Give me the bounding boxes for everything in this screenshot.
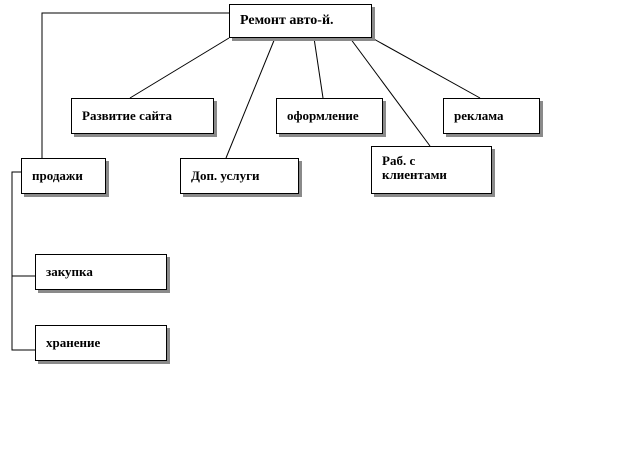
node-advertising-label: реклама <box>454 108 504 123</box>
connector-root-site <box>129 37 230 99</box>
node-site-development-label: Развитие сайта <box>82 108 173 123</box>
node-root-label: Ремонт авто-й. <box>240 13 334 28</box>
node-root: Ремонт авто-й. <box>229 4 372 38</box>
connector-root-clients <box>349 37 431 147</box>
node-storage-label: хранение <box>46 335 101 350</box>
node-extra-services: Доп. услуги <box>180 158 299 194</box>
connector-root-design <box>313 37 324 99</box>
node-design: оформление <box>276 98 383 134</box>
node-purchasing-label: закупка <box>46 264 93 279</box>
node-client-work-label: Раб. с клиентами <box>382 153 447 182</box>
node-storage: хранение <box>35 325 167 361</box>
node-design-label: оформление <box>287 108 359 123</box>
node-client-work: Раб. с клиентами <box>371 146 492 194</box>
node-site-development: Развитие сайта <box>71 98 214 134</box>
node-extra-services-label: Доп. услуги <box>191 168 260 183</box>
node-purchasing: закупка <box>35 254 167 290</box>
connector-root-ads <box>371 37 481 99</box>
connector-sales-bracket <box>11 171 35 351</box>
connector-root-sales <box>41 12 229 158</box>
node-sales: продажи <box>21 158 106 194</box>
node-sales-label: продажи <box>32 168 83 183</box>
node-advertising: реклама <box>443 98 540 134</box>
connector-root-extra <box>225 37 276 159</box>
